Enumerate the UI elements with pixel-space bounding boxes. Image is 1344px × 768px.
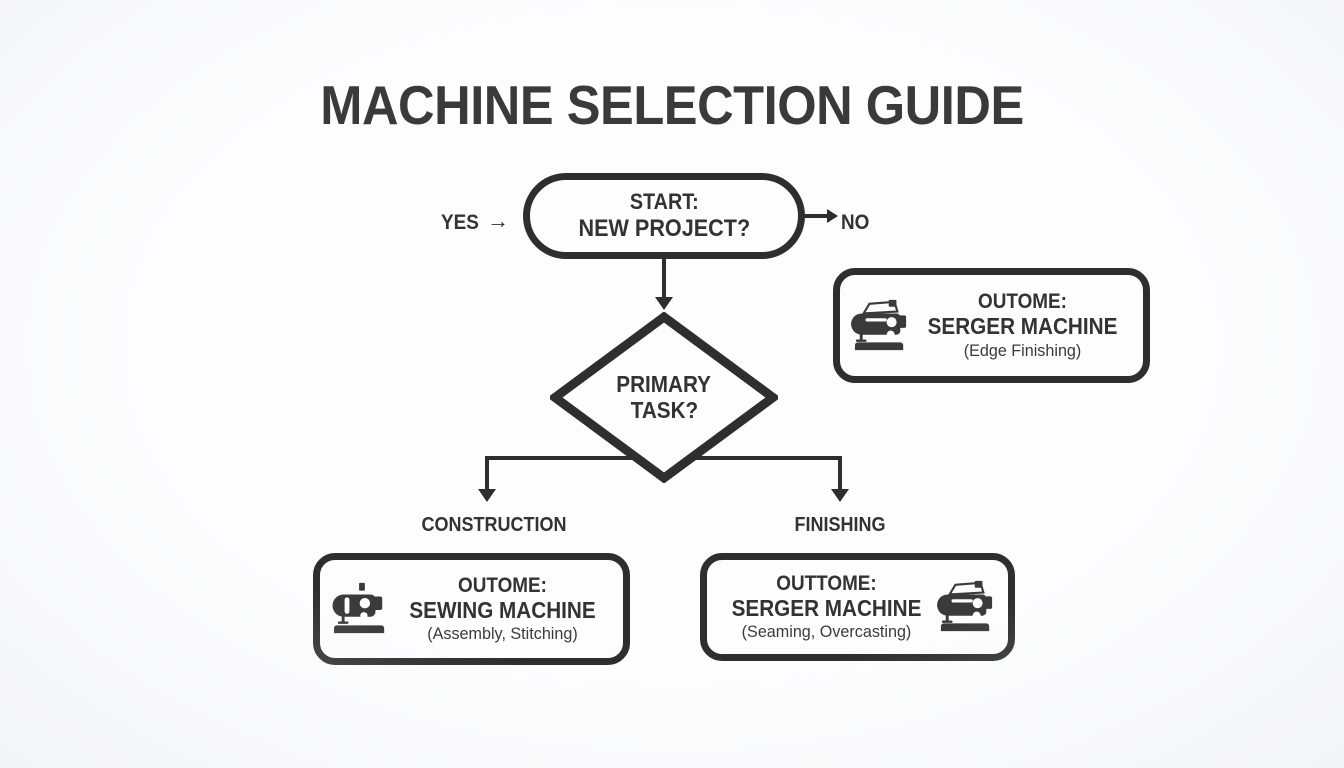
sewing-machine-icon xyxy=(850,298,912,354)
outcome-detail: (Seaming, Overcasting) xyxy=(741,622,912,642)
arrow-no-icon xyxy=(827,209,838,223)
outcome-detail: (Assembly, Stitching) xyxy=(427,624,578,644)
edge-label-yes-text: YES xyxy=(441,211,479,234)
connector-branch-right-vertical xyxy=(838,456,842,492)
sewing-machine-icon xyxy=(330,581,392,637)
decision-node-label: PRIMARY TASK? xyxy=(550,312,778,483)
outcome-heading: OUTOME: xyxy=(978,290,1067,314)
decision-node[interactable]: PRIMARY TASK? xyxy=(550,312,778,483)
connector-start-to-no xyxy=(805,214,829,218)
outcome-text-sewing: OUTOME: SEWING MACHINE (Assembly, Stitch… xyxy=(392,573,613,644)
outcome-heading: OUTOME: xyxy=(458,573,547,597)
edge-label-construction: CONSTRUCTION xyxy=(421,514,567,536)
outcome-machine: SEWING MACHINE xyxy=(409,596,596,623)
start-node-line2: NEW PROJECT? xyxy=(578,214,750,242)
edge-label-no-text: NO xyxy=(841,211,870,234)
page-title: MACHINE SELECTION GUIDE xyxy=(320,74,1024,136)
start-node[interactable]: START: NEW PROJECT? xyxy=(523,173,805,259)
edge-label-yes: YES xyxy=(441,211,479,235)
outcome-node-sewing[interactable]: OUTOME: SEWING MACHINE (Assembly, Stitch… xyxy=(313,553,630,665)
outcome-text-serger-seam: OUTTOME: SERGER MACHINE (Seaming, Overca… xyxy=(717,571,936,642)
diamond-shape-icon xyxy=(550,312,778,483)
edge-label-no: NO xyxy=(841,211,869,235)
start-node-line1: START: xyxy=(629,189,699,215)
outcome-node-serger-seam[interactable]: OUTTOME: SERGER MACHINE (Seaming, Overca… xyxy=(700,553,1015,661)
edge-label-finishing: FINISHING xyxy=(794,514,886,536)
arrow-down-to-decision-icon xyxy=(655,297,673,310)
arrow-down-construction-icon xyxy=(478,489,496,502)
outcome-text-serger-edge: OUTOME: SERGER MACHINE (Edge Finishing) xyxy=(912,290,1133,360)
arrow-yes-icon: → xyxy=(487,208,509,233)
connector-start-to-decision xyxy=(662,259,666,301)
outcome-node-serger-edge[interactable]: OUTOME: SERGER MACHINE (Edge Finishing) xyxy=(833,268,1150,383)
decision-node-line2: TASK? xyxy=(630,397,698,423)
outcome-machine: SERGER MACHINE xyxy=(731,594,922,621)
outcome-machine: SERGER MACHINE xyxy=(927,313,1118,340)
arrow-down-finishing-icon xyxy=(831,489,849,502)
outcome-heading: OUTTOME: xyxy=(776,571,877,595)
decision-node-line1: PRIMARY xyxy=(616,371,712,398)
sewing-machine-icon xyxy=(936,579,998,635)
outcome-detail: (Edge Finishing) xyxy=(963,340,1082,360)
connector-branch-left-vertical xyxy=(485,456,489,492)
